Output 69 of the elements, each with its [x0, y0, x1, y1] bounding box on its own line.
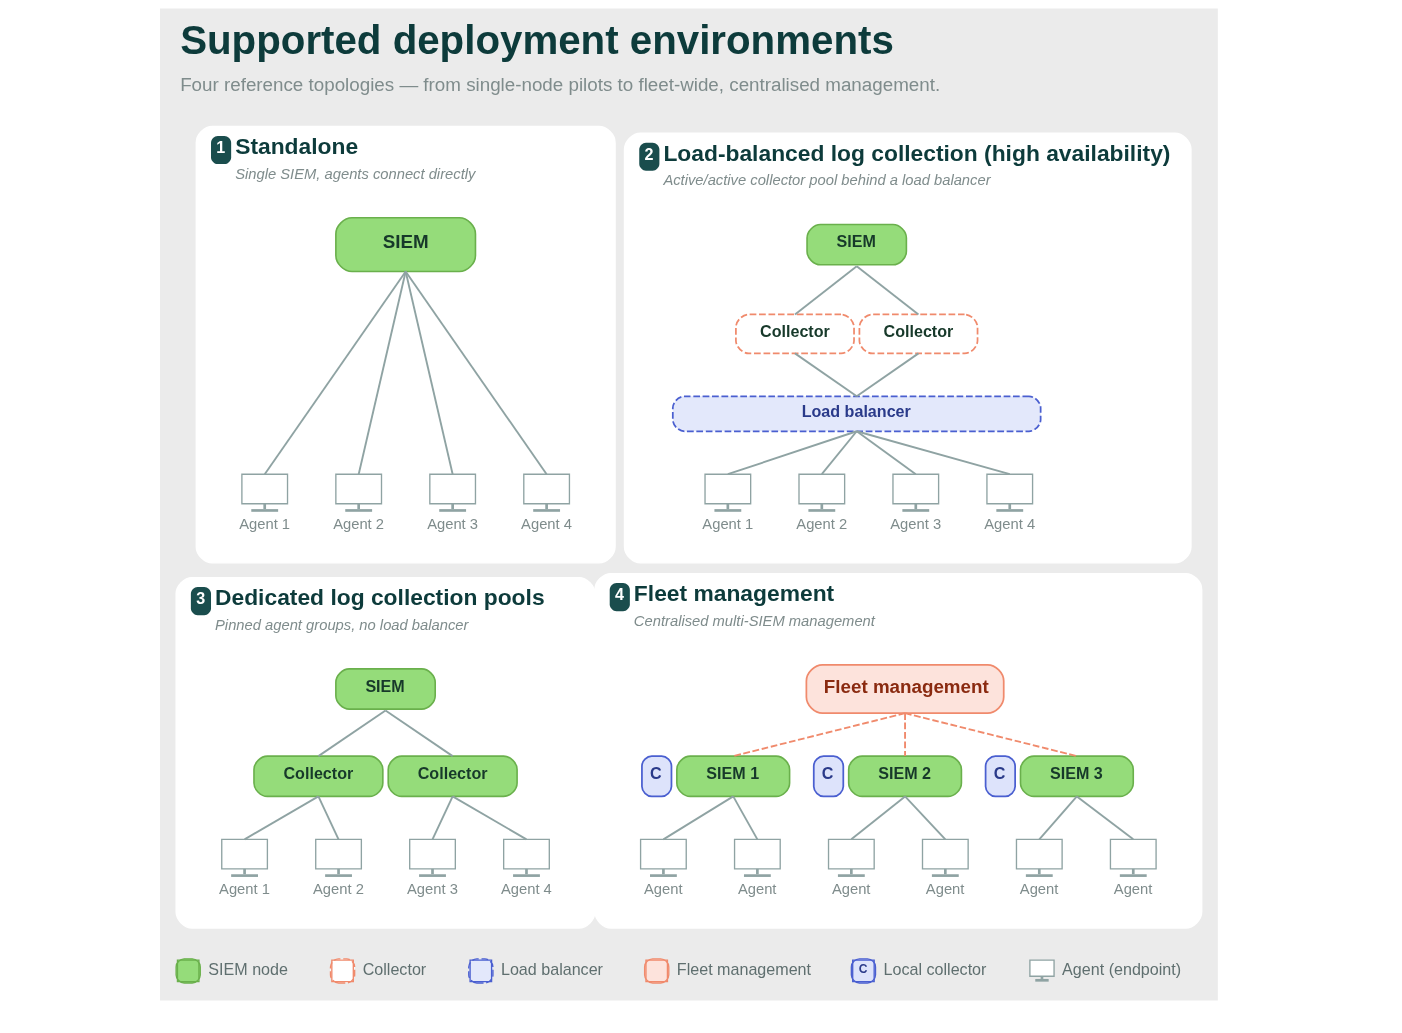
connector	[855, 430, 1011, 476]
node-label: Agent 2	[796, 515, 848, 532]
connector	[726, 430, 858, 476]
node-box: C	[641, 755, 673, 798]
node-label: Agent 2	[333, 515, 385, 532]
connector	[1038, 795, 1078, 841]
connector	[243, 795, 320, 841]
node-box: Fleet management	[805, 663, 1005, 715]
connector	[855, 265, 920, 316]
connector	[451, 795, 528, 841]
node-label: Agent	[737, 881, 777, 898]
node-box: Collector	[253, 755, 384, 798]
node-label: Agent 4	[984, 515, 1036, 532]
connector	[850, 795, 906, 841]
node-label: Agent 3	[427, 515, 478, 532]
node-box: SIEM 3	[1019, 755, 1135, 798]
connector	[794, 352, 858, 398]
node-label: Agent 3	[890, 515, 942, 532]
node-label: Agent	[1113, 881, 1153, 898]
node-box: Collector	[858, 313, 979, 355]
caption: Four reference topologies — from single-node pilots to fleet-wide, centralised management.	[180, 73, 941, 95]
legend-label: Agent (endpoint)	[1062, 960, 1182, 979]
connector	[384, 709, 454, 758]
node-label: Agent	[1019, 881, 1059, 898]
connector	[794, 265, 858, 316]
connector	[732, 795, 759, 841]
node-box: SIEM 2	[847, 755, 963, 798]
node-box: SIEM 1	[676, 755, 791, 798]
connector	[404, 270, 548, 476]
connector	[431, 795, 454, 841]
node-box: Collector	[387, 755, 518, 798]
node-label: Agent 3	[407, 881, 458, 898]
node-label: Agent 1	[219, 881, 270, 898]
node-label: Agent 1	[702, 515, 754, 532]
connector	[317, 709, 387, 758]
node-box: Collector	[735, 313, 855, 355]
node-label: Agent 4	[500, 881, 552, 898]
connector	[904, 712, 1078, 758]
legend-label: Local collector	[883, 960, 987, 979]
node-box: SIEM	[806, 223, 908, 266]
connector	[357, 270, 407, 476]
legend-label: Collector	[362, 960, 427, 979]
connector	[317, 795, 340, 841]
node-box: C	[812, 755, 845, 798]
node-label: Agent 2	[313, 881, 364, 898]
connector	[263, 270, 407, 476]
connector	[855, 430, 917, 476]
legend-label: Fleet management	[676, 960, 812, 979]
connector	[855, 352, 920, 398]
node-box: SIEM	[335, 668, 436, 710]
diagram-title: Supported deployment environments	[180, 18, 894, 64]
node-label: Agent	[925, 881, 965, 898]
node-label: Agent	[643, 881, 683, 898]
node-label: Agent 4	[521, 515, 572, 532]
node-box: SIEM	[335, 217, 477, 273]
node-box: Load balancer	[671, 395, 1042, 433]
legend-label: SIEM node	[208, 960, 288, 979]
connector	[1075, 795, 1135, 841]
legend-label: Load balancer	[500, 960, 603, 979]
node-label: Agent 1	[239, 515, 291, 532]
connector	[904, 795, 947, 841]
connector	[662, 795, 735, 841]
connector	[820, 430, 858, 476]
connector	[904, 712, 906, 758]
node-label: Agent	[831, 881, 871, 898]
connector	[404, 270, 454, 476]
label: C	[858, 961, 868, 976]
connector	[732, 712, 906, 758]
node-box: C	[984, 755, 1016, 798]
